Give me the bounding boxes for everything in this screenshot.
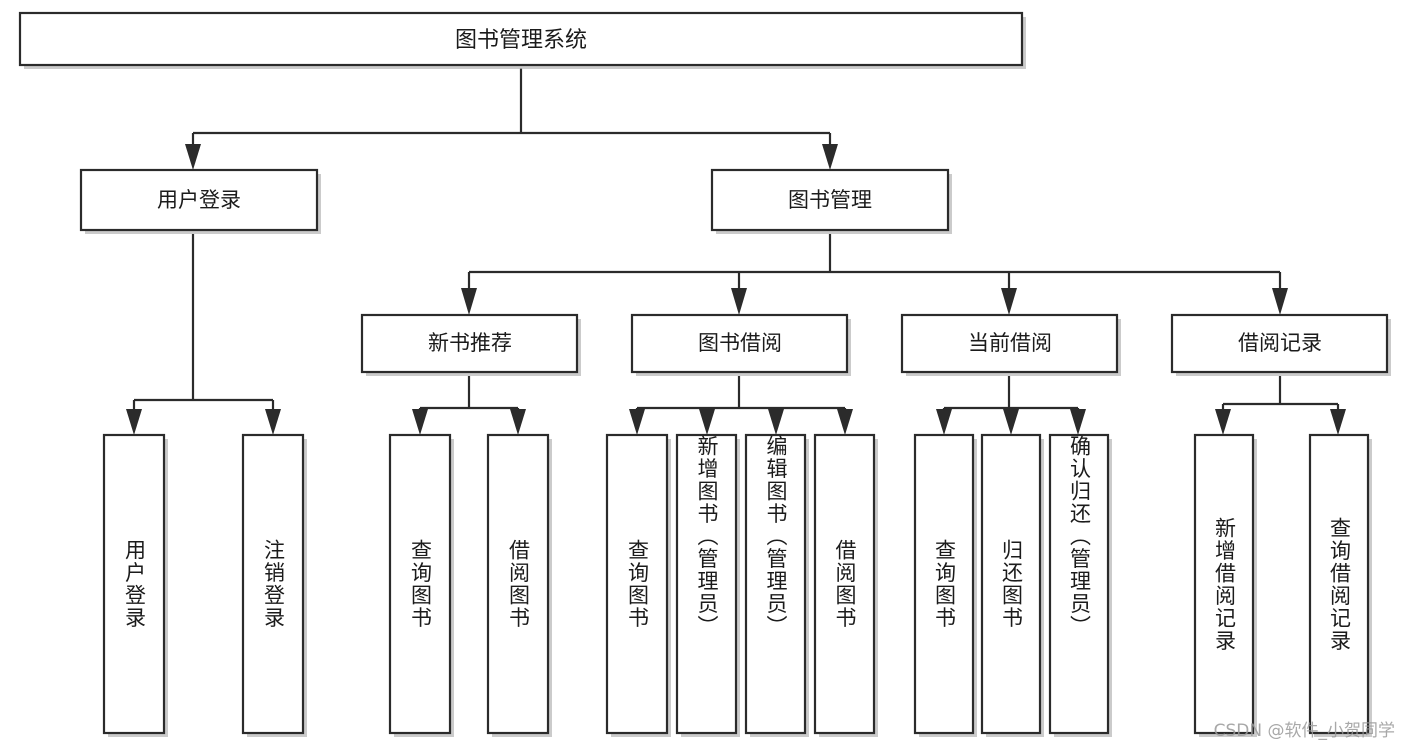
leaf-box-current-2[interactable] (980, 433, 1042, 735)
level3-label-borrow: 图书借阅 (698, 331, 782, 355)
arrow-head-borrow-l4 (837, 409, 853, 435)
arrow-head-newbook-l2 (510, 409, 526, 435)
level3-label-newbook: 新书推荐 (428, 331, 512, 355)
level3-label-current: 当前借阅 (968, 331, 1052, 355)
level3-node-borrow[interactable] (630, 313, 849, 374)
arrow-head-borrow-l3 (768, 409, 784, 435)
arrow-head-borrow-l1 (629, 409, 645, 435)
root-node-box[interactable] (18, 11, 1024, 67)
leaf-box-borrow-2[interactable] (675, 433, 738, 735)
arrow-head-current-l1 (936, 409, 952, 435)
leaf-box-newbook-1[interactable] (388, 433, 452, 735)
arrow-head-current-l3 (1070, 409, 1086, 435)
edges-layer (126, 68, 1346, 435)
arrow-head-newbook (461, 288, 477, 315)
level3-node-current[interactable] (900, 313, 1119, 374)
level3-node-record[interactable] (1170, 313, 1389, 374)
arrow-head-leaf-user-login (126, 409, 142, 435)
leaf-box-current-3[interactable] (1048, 433, 1110, 735)
arrow-head-leaf-logout (265, 409, 281, 435)
level2-node-user-login[interactable] (79, 168, 319, 232)
arrow-head-user-login (185, 144, 201, 170)
arrow-head-record (1272, 288, 1288, 315)
level3-label-record: 借阅记录 (1238, 331, 1322, 355)
arrow-head-newbook-l1 (412, 409, 428, 435)
leaf-box-user-login-1[interactable] (102, 433, 166, 735)
level3-node-newbook[interactable] (360, 313, 579, 374)
nodes-layer: 图书管理系统 用户登录 图书管理 新书推荐 图书借阅 当前借阅 (18, 11, 1391, 737)
leaf-box-borrow-4[interactable] (813, 433, 876, 735)
leaf-box-record-2[interactable] (1308, 433, 1370, 735)
leaf-box-user-login-2[interactable] (241, 433, 305, 735)
arrow-head-borrow-l2 (699, 409, 715, 435)
level2-label-book-manage: 图书管理 (788, 188, 872, 212)
level2-node-book-manage[interactable] (710, 168, 950, 232)
csdn-watermark: CSDN @软件_小贺同学 (1213, 721, 1395, 741)
arrow-head-record-l2 (1330, 409, 1346, 435)
leaf-box-newbook-2[interactable] (486, 433, 550, 735)
arrow-head-record-l1 (1215, 409, 1231, 435)
leaf-box-borrow-3[interactable] (744, 433, 807, 735)
arrow-head-current (1001, 288, 1017, 315)
leaf-box-record-1[interactable] (1193, 433, 1255, 735)
leaf-box-borrow-1[interactable] (605, 433, 669, 735)
level2-label-user-login: 用户登录 (157, 188, 241, 212)
leaf-box-current-1[interactable] (913, 433, 975, 735)
arrow-head-borrow (731, 288, 747, 315)
arrow-head-book-manage (822, 144, 838, 170)
arrow-head-current-l2 (1003, 409, 1019, 435)
root-node-label: 图书管理系统 (455, 28, 587, 53)
